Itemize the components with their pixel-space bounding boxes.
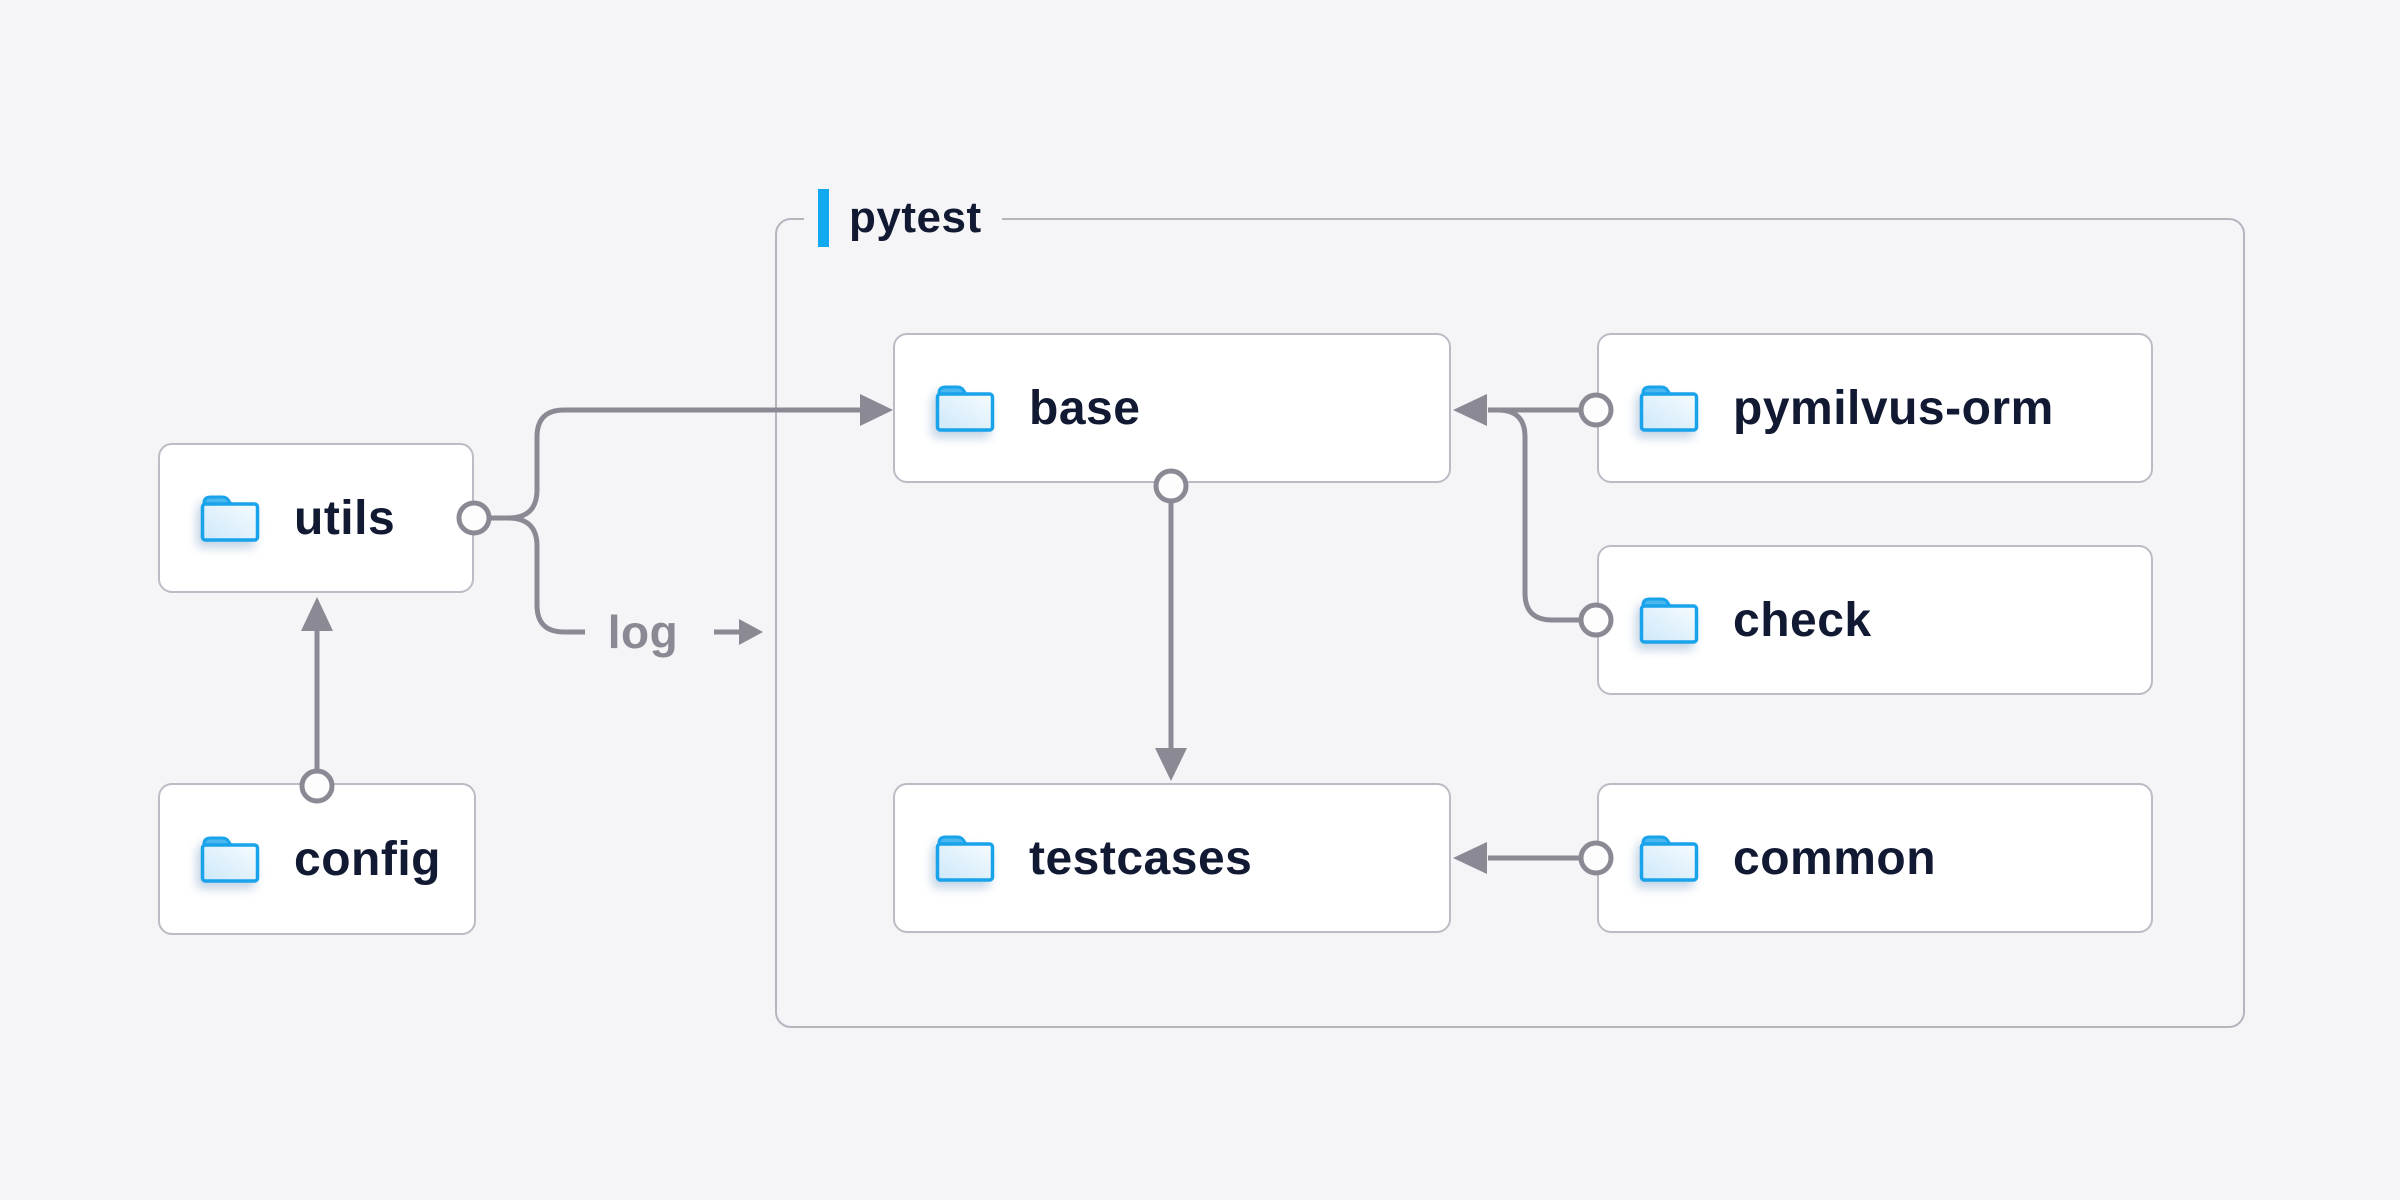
edge-label-log: log — [607, 606, 679, 658]
pytest-container-label: pytest — [804, 188, 1002, 248]
node-base: base — [893, 333, 1451, 483]
folder-icon — [935, 835, 995, 882]
pytest-container — [775, 218, 2245, 1028]
folder-icon — [1639, 835, 1699, 882]
node-check: check — [1597, 545, 2153, 695]
node-config: config — [158, 783, 476, 935]
node-label-testcases: testcases — [1029, 831, 1253, 885]
folder-icon — [935, 385, 995, 432]
node-utils: utils — [158, 443, 474, 593]
arrowhead-into-utils — [301, 597, 333, 631]
folder-icon — [1639, 385, 1699, 432]
edge-utils-log — [489, 515, 585, 635]
arrowhead-log — [739, 619, 763, 645]
node-label-pymilvus-orm: pymilvus-orm — [1733, 381, 2054, 435]
pytest-container-title: pytest — [849, 193, 982, 242]
node-testcases: testcases — [893, 783, 1451, 933]
node-label-utils: utils — [294, 491, 396, 545]
folder-icon — [1639, 597, 1699, 644]
node-label-common: common — [1733, 831, 1937, 885]
node-common: common — [1597, 783, 2153, 933]
folder-icon — [200, 836, 260, 883]
node-pymilvus-orm: pymilvus-orm — [1597, 333, 2153, 483]
accent-bar — [818, 189, 829, 247]
node-label-config: config — [294, 832, 441, 886]
node-label-base: base — [1029, 381, 1141, 435]
folder-icon — [200, 495, 260, 542]
node-label-check: check — [1733, 593, 1872, 647]
